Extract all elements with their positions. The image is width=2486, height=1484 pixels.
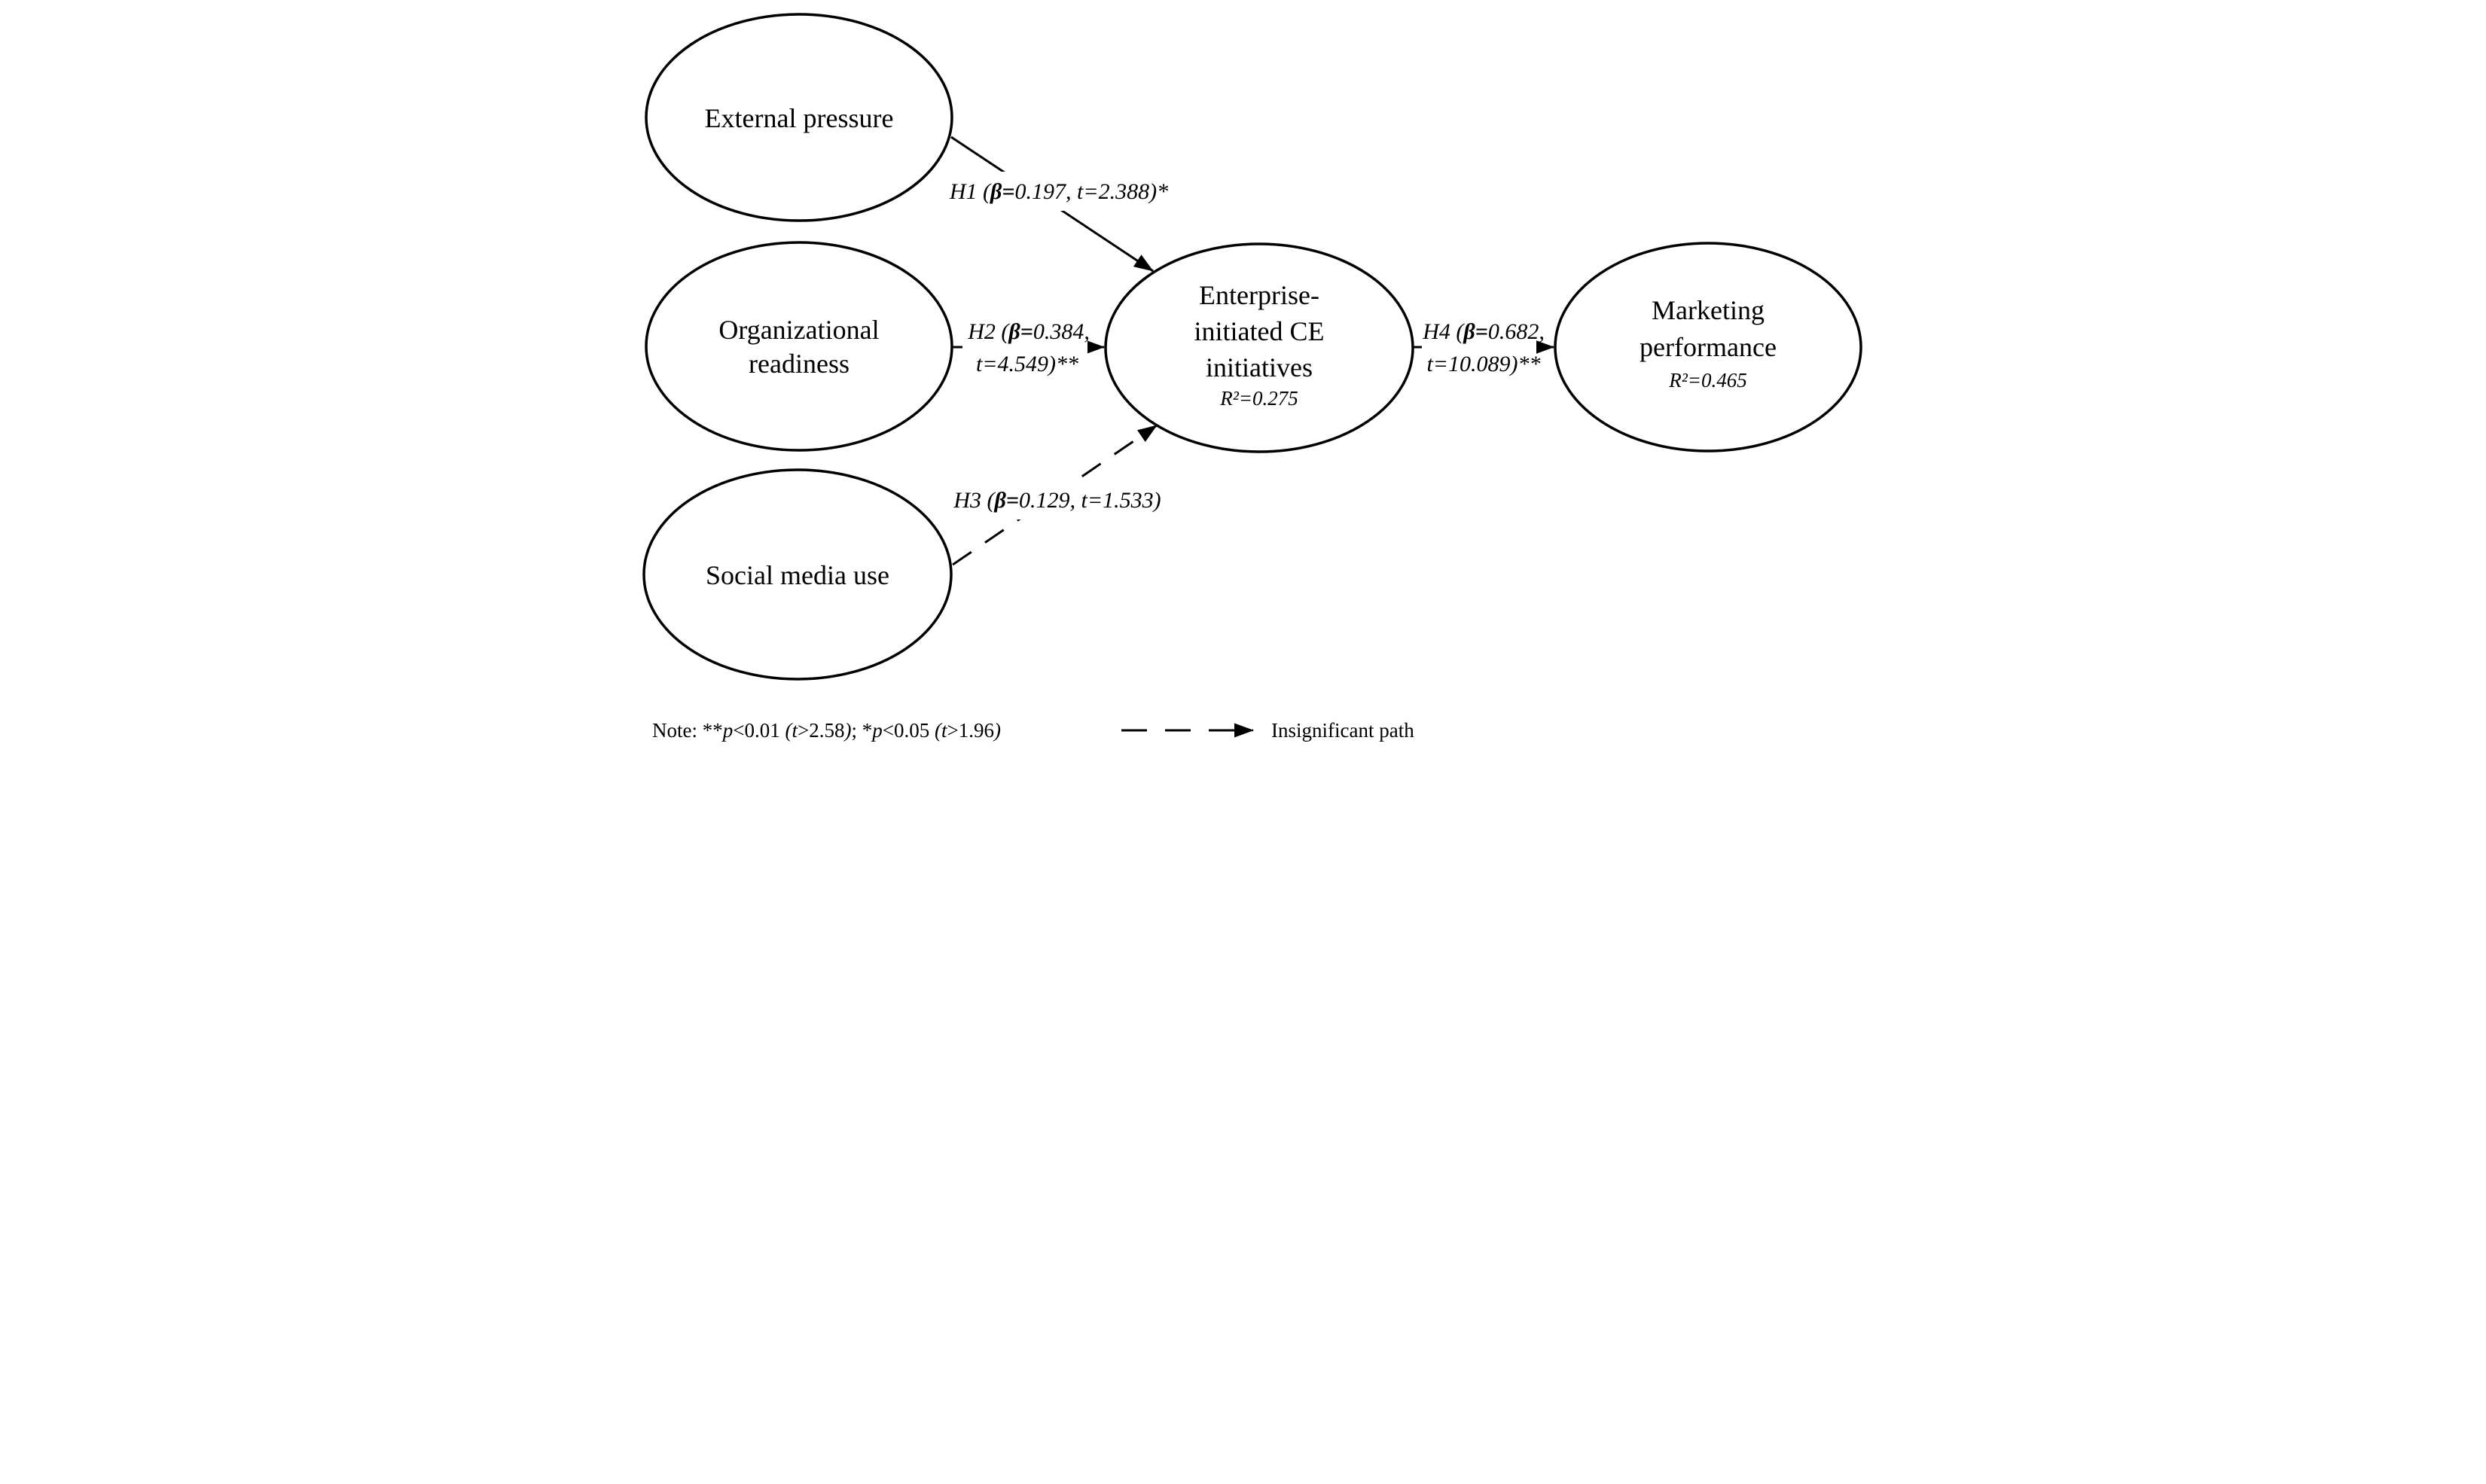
path-label-h2-line1: H2 (β=0.384, <box>967 319 1090 344</box>
node-label-enterprise-line3: initiatives <box>1206 352 1313 382</box>
h1-label-mask <box>941 172 1176 211</box>
node-ellipse-organizational-readiness <box>644 241 953 452</box>
significance-note: Note: **p<0.01 (t>2.58); *p<0.05 (t>1.96… <box>652 719 1001 742</box>
sem-path-diagram: External pressure Organizational readine… <box>621 0 1865 742</box>
h2-label-mask <box>962 317 1087 379</box>
node-label-external-pressure: External pressure <box>704 103 893 133</box>
node-ellipse-enterprise-ce-initiatives <box>1103 242 1414 453</box>
node-ellipse-social-media-use <box>642 468 953 681</box>
path-label-h1: H1 (β=0.197, t=2.388)* <box>948 179 1167 204</box>
node-label-readiness: readiness <box>749 349 850 379</box>
r-squared-marketing: R²=0.465 <box>1668 369 1747 392</box>
r-squared-enterprise: R²=0.275 <box>1219 387 1298 410</box>
node-ellipse-external-pressure <box>644 13 953 222</box>
diagram-svg: External pressure Organizational readine… <box>621 0 1865 742</box>
node-label-marketing: Marketing <box>1652 295 1765 325</box>
path-label-h3: H3 (β=0.129, t=1.533) <box>953 488 1161 513</box>
legend-label-insignificant-path: Insignificant path <box>1271 719 1414 742</box>
node-label-social-media-use: Social media use <box>706 560 889 590</box>
path-label-h2-line2: t=4.549)** <box>975 352 1078 376</box>
node-label-enterprise-line1: Enterprise- <box>1199 280 1319 310</box>
path-label-h4-line1: H4 (β=0.682, <box>1422 319 1545 344</box>
h4-label-mask <box>1421 317 1536 379</box>
path-label-h4-line2: t=10.089)** <box>1426 352 1540 376</box>
node-ellipse-marketing-performance <box>1553 242 1862 453</box>
h3-label-mask <box>944 480 1170 520</box>
node-label-organizational: Organizational <box>718 315 879 345</box>
node-label-performance: performance <box>1640 332 1777 362</box>
node-label-enterprise-line2: initiated CE <box>1194 316 1324 346</box>
